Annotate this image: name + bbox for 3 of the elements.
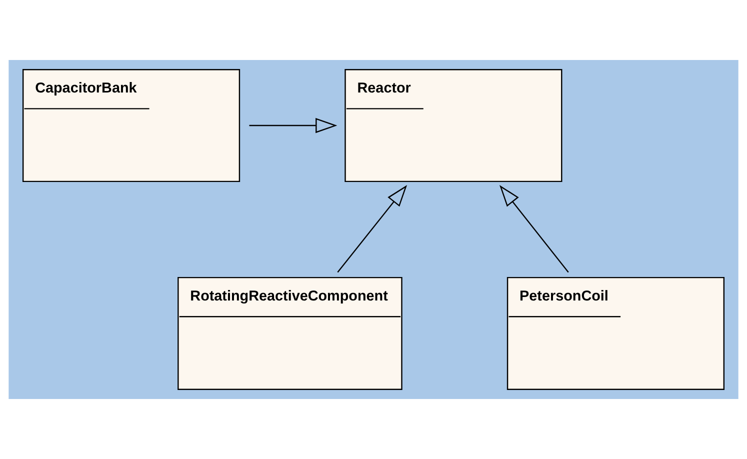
arrow	[337, 185, 408, 273]
arrow	[499, 185, 569, 273]
arrow	[249, 118, 338, 134]
